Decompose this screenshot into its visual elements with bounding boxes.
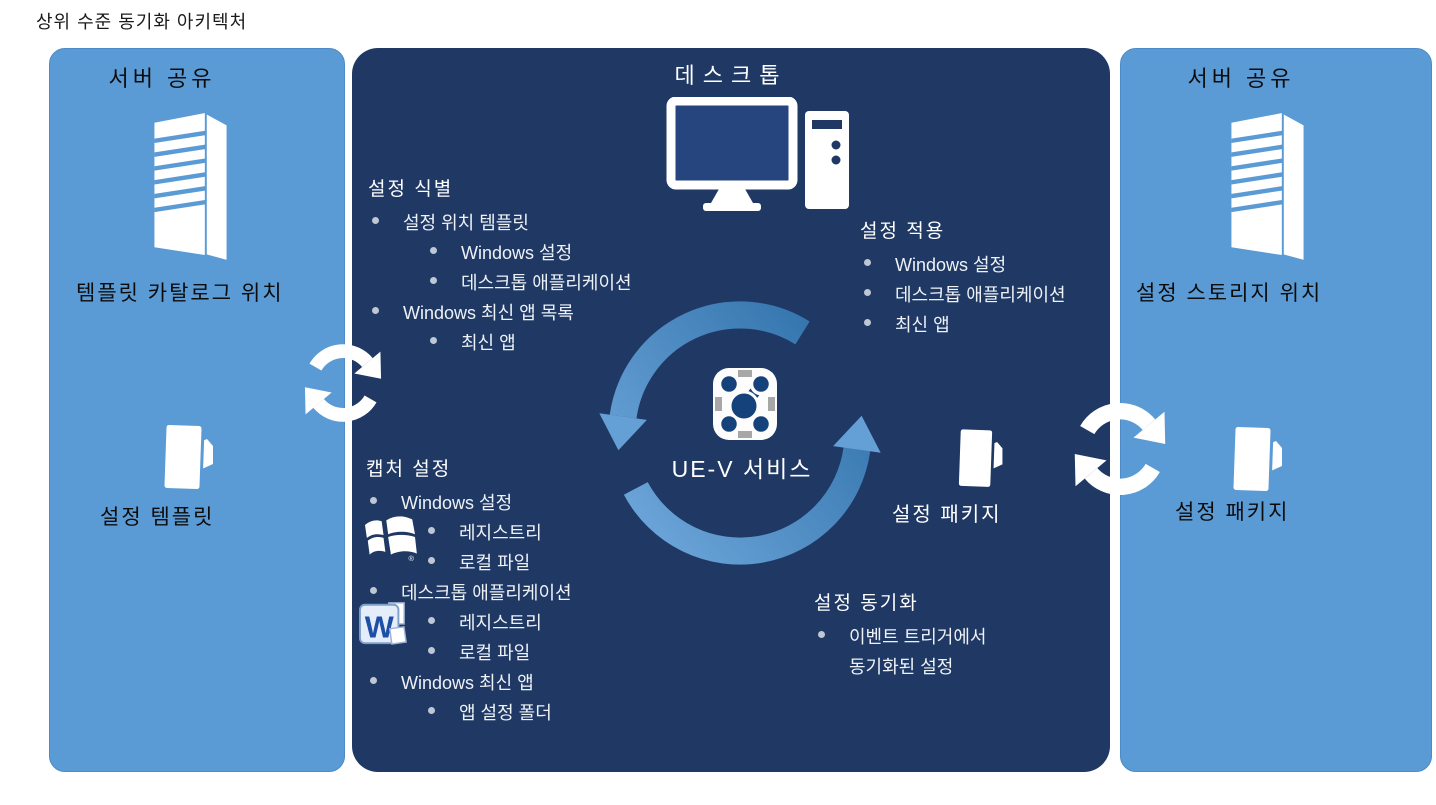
bullet-icon — [818, 631, 825, 638]
list-item: Windows 설정 — [366, 489, 572, 515]
list-item-label: 최신 앱 — [895, 315, 950, 335]
list-item: 레지스트리 — [366, 609, 572, 635]
list-item-label: Windows 최신 앱 — [401, 673, 534, 693]
folder-icon — [161, 421, 213, 493]
server-icon — [1231, 111, 1306, 263]
list-item: 앱 설정 폴더 — [366, 699, 572, 725]
list-item-label: Windows 설정 — [401, 493, 513, 513]
list-item-label: 설정 위치 템플릿 — [403, 213, 529, 233]
registered-mark: ® — [409, 554, 415, 562]
sync-icon — [1074, 402, 1166, 496]
server-icon — [154, 111, 229, 263]
list-item: 최신 앱 — [368, 329, 632, 355]
bullet-icon — [370, 587, 377, 594]
bullet-icon — [428, 707, 435, 714]
bullet-icon — [864, 259, 871, 266]
settings-storage-location-label: 설정 스토리지 위치 — [1136, 282, 1323, 305]
folder-icon — [1230, 423, 1282, 495]
bullet-icon — [428, 527, 435, 534]
bullet-icon — [430, 277, 437, 284]
settings-package-label: 설정 패키지 — [1175, 501, 1290, 524]
bullet-icon — [428, 647, 435, 654]
list-item-label: Windows 최신 앱 목록 — [403, 303, 574, 323]
list-item-label: 데스크톱 애플리케이션 — [401, 583, 572, 603]
list-item: 이벤트 트리거에서 — [814, 623, 986, 649]
list-item: 레지스트리 — [366, 519, 572, 545]
list-item: Windows 설정 — [860, 251, 1066, 277]
bullet-icon — [372, 217, 379, 224]
left-server-share-panel: 서버 공유 템플릿 카탈로그 위치 설정 템플릿 — [49, 48, 345, 772]
bullet-icon — [864, 289, 871, 296]
list-item: 설정 위치 템플릿 — [368, 209, 632, 235]
windows-logo-icon: ® — [365, 516, 417, 562]
uev-service-label: UE-V 서비스 — [671, 456, 813, 482]
settings-package-label: 설정 패키지 — [892, 504, 1002, 526]
bullet-icon — [370, 497, 377, 504]
bullet-icon — [864, 319, 871, 326]
settings-template-label: 설정 템플릿 — [100, 506, 215, 529]
capture-settings-heading: 캡처 설정 — [366, 459, 452, 480]
list-item: Windows 최신 앱 목록 — [368, 299, 632, 325]
list-item: 데스크톱 애플리케이션 — [366, 579, 572, 605]
list-item: 동기화된 설정 — [814, 653, 986, 679]
word-letter: W — [365, 609, 394, 644]
list-item-label: Windows 설정 — [461, 243, 573, 263]
bullet-icon — [430, 247, 437, 254]
bullet-icon — [428, 557, 435, 564]
list-item-label: 레지스트리 — [459, 523, 542, 543]
bullet-icon — [372, 307, 379, 314]
page-title: 상위 수준 동기화 아키텍처 — [36, 12, 248, 32]
desktop-panel-title: 데스크톱 — [674, 63, 788, 88]
list-item-label: Windows 설정 — [895, 255, 1007, 275]
list-item: Windows 최신 앱 — [366, 669, 572, 695]
list-item: 데스크톱 애플리케이션 — [860, 281, 1066, 307]
settings-apply-heading: 설정 적용 — [860, 221, 946, 242]
list-item: 최신 앱 — [860, 311, 1066, 337]
uev-service-icon — [713, 368, 777, 440]
list-item-label: 로컬 파일 — [459, 553, 531, 573]
template-catalog-location-label: 템플릿 카탈로그 위치 — [76, 282, 284, 305]
list-item-label: 데스크톱 애플리케이션 — [461, 273, 632, 293]
right-panel-title: 서버 공유 — [1187, 66, 1295, 91]
list-item-label: 동기화된 설정 — [849, 657, 954, 677]
word-icon: W — [359, 602, 407, 645]
list-item: 로컬 파일 — [366, 639, 572, 665]
list-item: Windows 설정 — [368, 239, 632, 265]
sync-icon — [304, 344, 382, 422]
folder-icon — [956, 426, 1003, 490]
list-item-label: 로컬 파일 — [459, 643, 531, 663]
list-item: 로컬 파일 — [366, 549, 572, 575]
bullet-icon — [370, 677, 377, 684]
bullet-icon — [428, 617, 435, 624]
list-item-label: 이벤트 트리거에서 — [849, 627, 987, 647]
list-item-label: 데스크톱 애플리케이션 — [895, 285, 1066, 305]
settings-identification-heading: 설정 식별 — [368, 179, 454, 200]
list-item: 데스크톱 애플리케이션 — [368, 269, 632, 295]
left-panel-title: 서버 공유 — [108, 66, 216, 91]
list-item-label: 앱 설정 폴더 — [459, 703, 552, 723]
ring-arrows-icon — [599, 301, 881, 565]
settings-sync-heading: 설정 동기화 — [814, 593, 919, 614]
list-item-label: 레지스트리 — [459, 613, 542, 633]
desktop-icon — [666, 97, 849, 211]
list-item-label: 최신 앱 — [461, 333, 516, 353]
right-server-share-panel: 서버 공유 설정 스토리지 위치 설정 패키지 — [1120, 48, 1432, 772]
bullet-icon — [430, 337, 437, 344]
